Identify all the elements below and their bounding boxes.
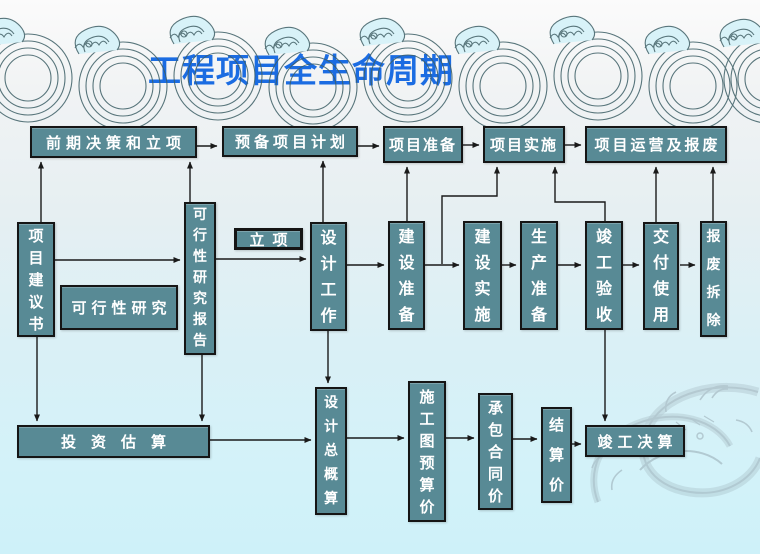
- node-demolition: 报废拆除: [700, 221, 727, 337]
- node-final-account: 竣工决算: [585, 425, 685, 457]
- node-feasibility-report: 可行性研究报告: [184, 202, 216, 355]
- node-label: 建设准备: [398, 226, 415, 324]
- node-early-decision: 前期决策和立项: [30, 126, 197, 158]
- node-construction-prep: 建设准备: [388, 221, 425, 330]
- node-label: 竣工验收: [596, 226, 613, 324]
- node-investment-estimate: 投资估算: [17, 425, 210, 458]
- node-label: 结算价: [549, 416, 565, 494]
- node-label: 项目建议书: [28, 226, 44, 333]
- node-label: 预备项目计划: [234, 133, 349, 151]
- node-approval: 立项: [234, 228, 303, 250]
- node-settlement-price: 结算价: [541, 407, 572, 503]
- node-label: 竣工决算: [597, 432, 678, 451]
- slide-title: 工程项目全生命周期: [148, 51, 454, 90]
- node-handover-use: 交付使用: [643, 222, 679, 330]
- node-construction-impl: 建设实施: [463, 221, 502, 330]
- node-label: 可行性研究: [71, 299, 172, 317]
- node-label: 施工图预算价: [419, 387, 435, 516]
- node-feasibility-study: 可行性研究: [60, 285, 178, 330]
- node-working-drawing-budget: 施工图预算价: [408, 381, 446, 522]
- node-project-proposal: 项目建议书: [17, 222, 55, 337]
- node-label: 前期决策和立项: [45, 133, 186, 152]
- node-project-implementation: 项目实施: [483, 126, 565, 163]
- node-label: 项目运营及报废: [594, 136, 721, 154]
- node-preliminary-plan: 预备项目计划: [222, 126, 358, 157]
- node-label: 生产准备: [531, 226, 548, 324]
- node-label: 报废拆除: [706, 229, 721, 329]
- node-label: 承包合同价: [488, 398, 504, 505]
- node-operation-disposal: 项目运营及报废: [585, 126, 727, 163]
- node-contract-price: 承包合同价: [478, 393, 513, 510]
- node-label: 项目准备: [388, 136, 457, 154]
- node-production-prep: 生产准备: [520, 221, 558, 330]
- node-completion-acceptance: 竣工验收: [585, 221, 623, 330]
- node-label: 设计总概算: [324, 395, 338, 507]
- node-project-preparation: 项目准备: [383, 126, 463, 163]
- node-label: 设计工作: [320, 227, 337, 325]
- node-design-work: 设计工作: [310, 222, 347, 331]
- node-label: 立项: [249, 230, 296, 249]
- node-label: 交付使用: [653, 227, 670, 324]
- node-label: 可行性研究报告: [193, 207, 207, 349]
- node-label: 项目实施: [489, 136, 558, 154]
- node-label: 投资估算: [60, 433, 181, 451]
- node-design-budget: 设计总概算: [315, 387, 347, 515]
- node-label: 建设实施: [474, 226, 491, 324]
